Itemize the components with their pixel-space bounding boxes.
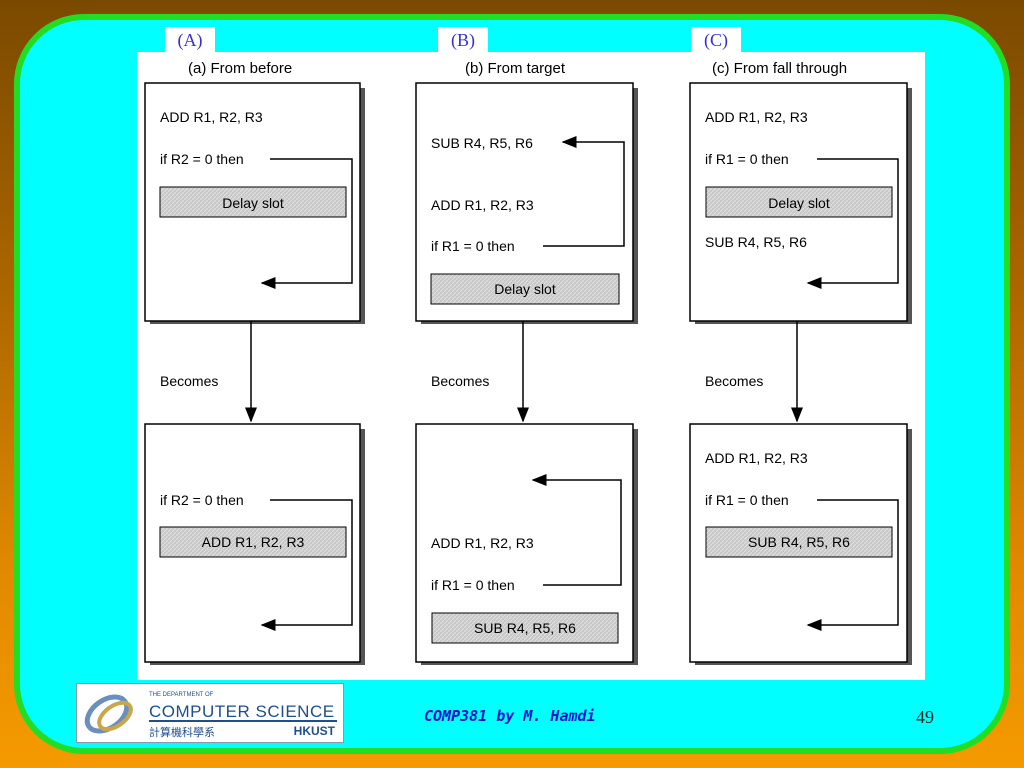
col-a-title: (a) From before [188,60,292,77]
col-b-bottom-slot-label: SUB R4, R5, R6 [474,620,576,636]
col-a-bottom-slot [159,526,347,558]
col-c-top-branch-arrow [806,158,899,289]
page-number: 49 [916,707,934,727]
col-a-top-branch-arrow [260,158,353,289]
tag-b: (B) [438,27,488,53]
col-a-top-line-2: if R2 = 0 then [160,151,244,167]
col-b-bottom-branch-arrow [531,474,622,586]
logo-divider [149,720,337,722]
col-b-bottom-slot [431,612,619,644]
col-b-top-line-3: if R1 = 0 then [431,238,515,254]
col-b-delay-slot [430,273,620,305]
col-b-top-line-2: ADD R1, R2, R3 [431,197,534,213]
logo-dept: THE DEPARTMENT OF [149,692,214,698]
col-a-bottom-line-1: if R2 = 0 then [160,492,244,508]
logo-chinese: 計算機科學系 [149,726,215,739]
col-a-bottom-branch-arrow [260,499,353,631]
col-c-delay-slot [705,186,893,218]
col-c-delay-slot-label: Delay slot [768,195,830,211]
col-b-top-line-1: SUB R4, R5, R6 [431,135,533,151]
department-logo: THE DEPARTMENT OF COMPUTER SCIENCE 計算機科學… [76,683,344,743]
col-b-bottom-line-2: if R1 = 0 then [431,577,515,593]
col-c-bottom-slot [705,526,893,558]
col-c-bottom-branch-arrow [806,499,899,631]
col-b-becomes: Becomes [431,373,489,389]
col-c-top-line-2: if R1 = 0 then [705,151,789,167]
tag-c: (C) [691,27,741,53]
footer-course: COMP381 by M. Hamdi [424,707,596,725]
col-a-delay-slot-label: Delay slot [222,195,284,211]
col-c-becomes: Becomes [705,373,763,389]
logo-title: COMPUTER SCIENCE [149,702,335,721]
col-c-bottom-line-2: if R1 = 0 then [705,492,789,508]
col-b-delay-slot-label: Delay slot [494,281,556,297]
col-b-top-branch-arrow [543,136,625,247]
col-c-bottom-slot-label: SUB R4, R5, R6 [748,534,850,550]
col-a-bottom-slot-label: ADD R1, R2, R3 [202,534,305,550]
col-c-bottom-line-1: ADD R1, R2, R3 [705,450,808,466]
tag-a: (A) [165,27,215,53]
logo-emblem-icon [84,694,133,734]
col-b-bottom-line-1: ADD R1, R2, R3 [431,535,534,551]
col-c-title: (c) From fall through [712,60,847,77]
col-a-delay-slot [159,186,347,218]
col-a-top-line-1: ADD R1, R2, R3 [160,109,263,125]
logo-school: HKUST [293,724,335,738]
col-c-top-line-3: SUB R4, R5, R6 [705,234,807,250]
col-a-becomes: Becomes [160,373,218,389]
col-c-top-line-1: ADD R1, R2, R3 [705,109,808,125]
col-b-title: (b) From target [465,60,566,77]
